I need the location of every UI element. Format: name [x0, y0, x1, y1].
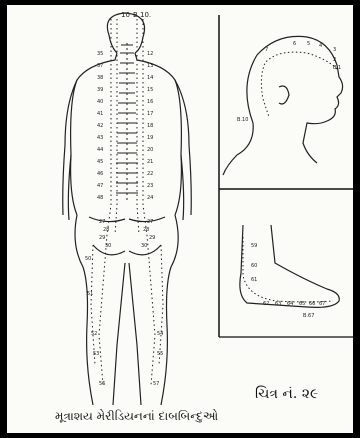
leg-label-0: 50 [85, 256, 91, 262]
num-left-0: 35 [97, 51, 103, 57]
num-right-5: 17 [147, 111, 153, 117]
sacral-left-0: 27 [99, 219, 105, 225]
leg-label-3: 53 [93, 351, 99, 357]
head-label-3: 4 [319, 43, 322, 49]
sacral-right-1: 28 [143, 227, 149, 233]
head-label-2: 5 [307, 41, 310, 47]
num-left-1: 37 [97, 63, 103, 69]
foot-label-6: 65 [299, 301, 305, 307]
meridian-chart-sheet: 10 B.10. 35 37 38 39 40 41 42 43 44 45 4… [7, 5, 353, 433]
num-right-2: 14 [147, 75, 153, 81]
head-label-7: B.10 [237, 117, 248, 123]
num-left-11: 47 [97, 183, 103, 189]
foot-label-4: 63 [275, 301, 281, 307]
left-numbers-group: 35 37 38 39 40 41 42 43 44 45 46 47 48 [97, 51, 103, 201]
num-right-4: 16 [147, 99, 153, 105]
foot-label-8: 67 [319, 301, 325, 307]
leg-label-5: 55 [157, 351, 163, 357]
leg-label-4: 54 [157, 331, 163, 337]
sacral-left-1: 28 [103, 227, 109, 233]
foot-label-7: 66 [309, 301, 315, 307]
num-left-12: 48 [97, 195, 103, 201]
sacral-labels: 27 28 29 30 27 28 29 30 [99, 219, 155, 249]
head-label-1: 6 [293, 41, 296, 47]
right-numbers-group: 12 13 14 15 16 17 18 19 20 21 22 23 24 [147, 51, 153, 201]
sacral-left-2: 29 [99, 235, 105, 241]
meridian-diagram: 10 B.10. 35 37 38 39 40 41 42 43 44 45 4… [7, 5, 353, 433]
head-meridian-line [261, 52, 337, 117]
foot-label-9: B.67 [303, 313, 314, 319]
num-left-6: 42 [97, 123, 103, 129]
num-right-12: 24 [147, 195, 153, 201]
num-right-8: 20 [147, 147, 153, 153]
num-right-1: 13 [147, 63, 153, 69]
figure-caption: મૂત્રાશય મેરીડિયનનાં દાબબિન્દુઓ [55, 409, 218, 424]
leg-label-2: 52 [91, 331, 97, 337]
head-label-6: B.1 [333, 65, 341, 71]
leg-label-1: 51 [87, 291, 93, 297]
head-label-0: 7 [265, 47, 268, 53]
head-labels: 7 6 5 4 3 2 B.1 B.10 [237, 41, 341, 123]
num-left-7: 43 [97, 135, 103, 141]
num-right-9: 21 [147, 159, 153, 165]
figure-number: ચિત્ર નં. ૨૯ [255, 386, 318, 402]
num-right-11: 23 [147, 183, 153, 189]
num-right-7: 19 [147, 135, 153, 141]
num-left-8: 44 [97, 147, 103, 153]
head-profile [223, 36, 343, 175]
label-top-10: 10 [121, 11, 130, 19]
foot-label-2: 61 [251, 277, 257, 283]
sacral-right-2: 29 [149, 235, 155, 241]
foot-label-3: 62 [263, 301, 269, 307]
num-left-5: 41 [97, 111, 103, 117]
num-left-3: 39 [97, 87, 103, 93]
sacral-right-3: 30 [141, 243, 147, 249]
num-right-10: 22 [147, 171, 153, 177]
head-label-5: 2 [333, 57, 336, 63]
num-left-2: 38 [97, 75, 103, 81]
num-right-6: 18 [147, 123, 153, 129]
foot-label-0: 59 [251, 243, 257, 249]
sacral-right-0: 27 [147, 219, 153, 225]
body-back-outline [63, 13, 192, 405]
label-top-b10: B.10. [133, 11, 151, 19]
num-left-10: 46 [97, 171, 103, 177]
num-right-3: 15 [147, 87, 153, 93]
spine-vertebrae [116, 43, 138, 200]
foot-label-1: 60 [251, 263, 257, 269]
num-right-0: 12 [147, 51, 153, 57]
num-left-4: 40 [97, 99, 103, 105]
sacral-left-3: 30 [105, 243, 111, 249]
num-left-9: 45 [97, 159, 103, 165]
leg-label-6: 56 [99, 381, 105, 387]
leg-label-7: 57 [153, 381, 159, 387]
foot-label-5: 64 [287, 301, 293, 307]
head-label-4: 3 [333, 47, 336, 53]
